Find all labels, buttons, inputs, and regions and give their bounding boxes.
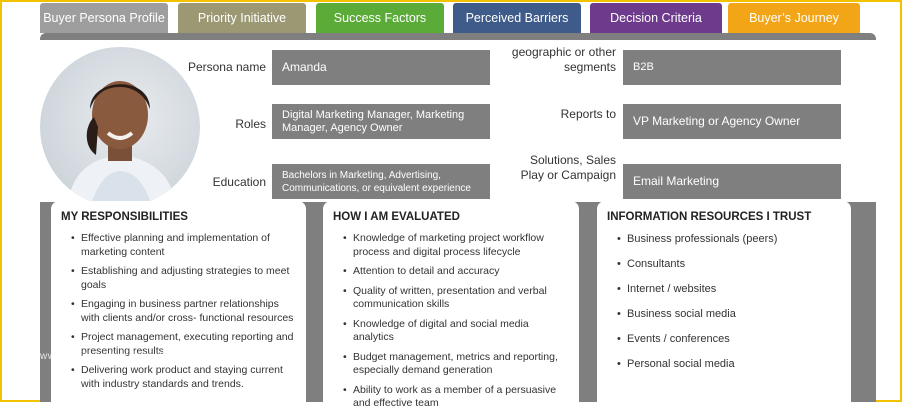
tab-priority-initiative[interactable]: Priority Initiative bbox=[178, 3, 306, 33]
list-item: •Budget management, metrics and reportin… bbox=[343, 350, 558, 377]
list-item: •Events / conferences bbox=[617, 333, 730, 345]
bullet-icon: • bbox=[617, 283, 621, 295]
resources-title: INFORMATION RESOURCES I TRUST bbox=[607, 211, 812, 223]
tab-decision-criteria[interactable]: Decision Criteria bbox=[590, 3, 722, 33]
bullet-icon: • bbox=[71, 232, 75, 244]
roles-value: Digital Marketing Manager, Marketing Man… bbox=[272, 104, 490, 139]
bullet-icon: • bbox=[617, 333, 621, 345]
bullet-icon: • bbox=[617, 308, 621, 320]
segments-label: geographic or other segments bbox=[511, 45, 616, 74]
bullet-icon: • bbox=[617, 358, 621, 370]
list-item: •Project management, executing reporting… bbox=[71, 331, 294, 357]
list-item: •Knowledge of digital and social media a… bbox=[343, 317, 529, 344]
bullet-icon: • bbox=[343, 383, 347, 396]
profile-panel: Persona name Amanda Roles Digital Market… bbox=[40, 40, 876, 207]
tab-bar: Buyer Persona Profile Priority Initiativ… bbox=[40, 3, 870, 33]
tab-perceived-barriers[interactable]: Perceived Barriers bbox=[453, 3, 581, 33]
reports-to-label: Reports to bbox=[560, 107, 616, 121]
bullet-icon: • bbox=[343, 265, 347, 277]
responsibilities-list: •Effective planning and implementation o… bbox=[61, 232, 296, 391]
list-item: •Consultants bbox=[617, 258, 686, 270]
bullet-icon: • bbox=[343, 232, 347, 244]
bullet-icon: • bbox=[343, 284, 347, 297]
list-item: •Personal social media bbox=[617, 358, 735, 370]
persona-name-label: Persona name bbox=[187, 60, 266, 74]
list-item: •Engaging in business partner relationsh… bbox=[71, 298, 294, 324]
list-item: •Knowledge of marketing project workflow… bbox=[343, 232, 544, 258]
education-label: Education bbox=[212, 175, 266, 189]
bullet-icon: • bbox=[617, 258, 621, 270]
responsibilities-box: MY RESPONSIBILITIES •Effective planning … bbox=[51, 201, 306, 411]
persona-name-value: Amanda bbox=[272, 50, 490, 85]
list-item: •Business social media bbox=[617, 308, 736, 320]
evaluated-title: HOW I AM EVALUATED bbox=[333, 211, 460, 223]
segments-value: B2B bbox=[623, 50, 841, 85]
list-item: •Internet / websites bbox=[617, 283, 717, 295]
roles-label: Roles bbox=[235, 117, 266, 131]
persona-avatar-icon bbox=[68, 81, 176, 207]
persona-card: Persona name Amanda Roles Digital Market… bbox=[40, 33, 876, 411]
solutions-label: Solutions, Sales Play or Campaign bbox=[520, 153, 616, 182]
tab-success-factors[interactable]: Success Factors bbox=[316, 3, 444, 33]
solutions-value: Email Marketing bbox=[623, 164, 841, 199]
resources-list: •Business professionals (peers) •Consult… bbox=[607, 232, 841, 371]
bullet-icon: • bbox=[343, 350, 347, 363]
responsibilities-title: MY RESPONSIBILITIES bbox=[61, 211, 188, 223]
bullet-icon: • bbox=[343, 317, 347, 330]
tab-buyer-persona-profile[interactable]: Buyer Persona Profile bbox=[40, 3, 168, 33]
list-item: •Quality of written, presentation and ve… bbox=[343, 284, 547, 311]
list-item: •Ability to work as a member of a persua… bbox=[343, 383, 557, 410]
evaluated-box: HOW I AM EVALUATED •Knowledge of marketi… bbox=[323, 201, 579, 411]
bullet-icon: • bbox=[617, 233, 621, 245]
list-item: •Establishing and adjusting strategies t… bbox=[71, 265, 290, 291]
reports-to-value: VP Marketing or Agency Owner bbox=[623, 104, 841, 139]
tab-buyers-journey[interactable]: Buyer’s Journey bbox=[728, 3, 860, 33]
education-value: Bachelors in Marketing, Advertising, Com… bbox=[272, 164, 490, 199]
bullet-icon: • bbox=[71, 364, 75, 376]
persona-photo bbox=[40, 47, 200, 207]
bullet-icon: • bbox=[71, 298, 75, 310]
resources-box: INFORMATION RESOURCES I TRUST •Business … bbox=[597, 201, 851, 411]
list-item: •Business professionals (peers) bbox=[617, 233, 778, 245]
bullet-icon: • bbox=[71, 265, 75, 277]
list-item: •Effective planning and implementation o… bbox=[71, 232, 270, 258]
watermark-text: www.heritagechristiancollege.com bbox=[40, 351, 207, 362]
list-item: •Delivering work product and staying cur… bbox=[71, 364, 283, 390]
bullet-icon: • bbox=[71, 331, 75, 343]
list-item: •Attention to detail and accuracy bbox=[343, 265, 500, 277]
evaluated-list: •Knowledge of marketing project workflow… bbox=[333, 232, 569, 411]
